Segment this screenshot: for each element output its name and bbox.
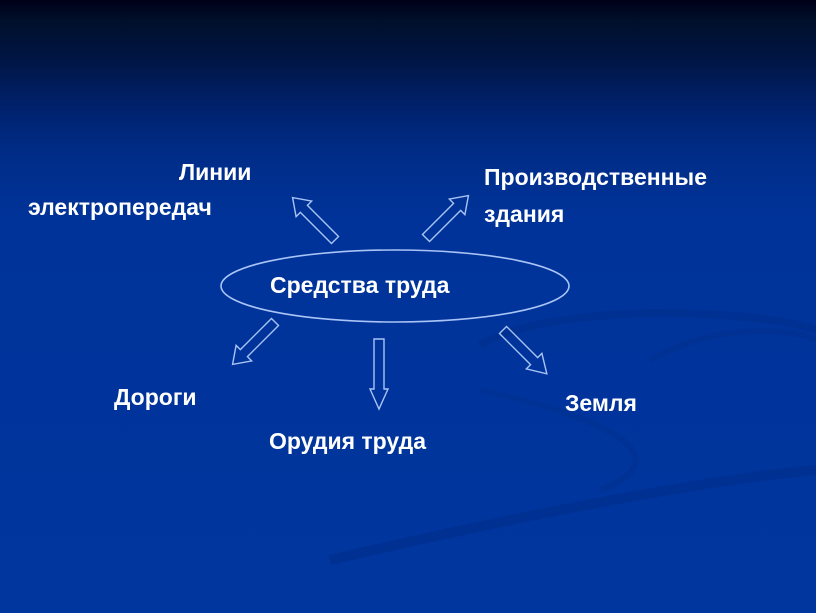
node-industrial-buildings-line1: Производственные <box>484 164 707 190</box>
arrow-up-left-icon <box>291 196 340 245</box>
center-label: Средства труда <box>270 272 450 298</box>
node-power-lines-line2: электропередач <box>28 194 212 220</box>
node-roads: Дороги <box>114 384 197 410</box>
arrow-down-left-icon <box>231 317 280 366</box>
arrow-down-right-icon <box>498 325 548 375</box>
node-power-lines-line1: Линии <box>179 159 252 185</box>
node-land: Земля <box>565 390 637 416</box>
node-industrial-buildings-line2: здания <box>484 201 565 227</box>
node-tools: Орудия труда <box>269 428 427 454</box>
center-ellipse <box>220 249 570 323</box>
arrow-up-right-icon <box>421 194 470 243</box>
arrow-down-icon <box>368 338 390 411</box>
